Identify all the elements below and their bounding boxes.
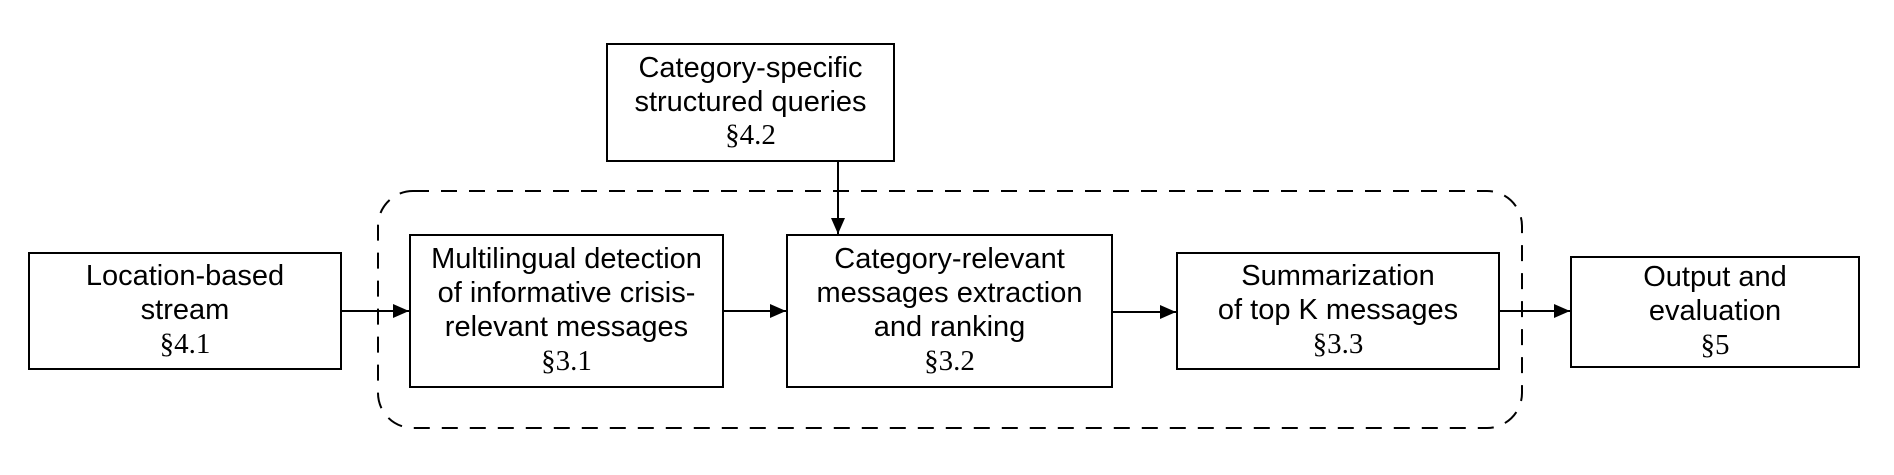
node-multilingual-detection: Multilingual detection of informative cr… bbox=[409, 234, 724, 388]
node-location-based-stream: Location-based stream §4.1 bbox=[28, 252, 342, 370]
node-section-ref: §4.2 bbox=[725, 119, 776, 152]
node-label: Multilingual detection of informative cr… bbox=[431, 243, 702, 343]
node-section-ref: §3.2 bbox=[924, 344, 975, 377]
node-category-specific-structured-queries: Category-specific structured queries §4.… bbox=[606, 43, 895, 162]
node-section-ref: §4.1 bbox=[159, 327, 211, 360]
node-section-ref: §3.1 bbox=[541, 344, 592, 377]
node-section-ref: §3.3 bbox=[1312, 327, 1364, 360]
node-output-evaluation: Output and evaluation §5 bbox=[1570, 256, 1860, 368]
node-label: Location-based stream bbox=[85, 260, 285, 327]
node-section-ref: §5 bbox=[1700, 328, 1730, 361]
node-summarization-top-k: Summarization of top K messages §3.3 bbox=[1176, 252, 1500, 370]
node-label: Category-specific structured queries bbox=[634, 51, 867, 118]
node-label: Category-relevant messages extraction an… bbox=[816, 243, 1083, 343]
node-label: Output and evaluation bbox=[1643, 261, 1787, 328]
node-label: Summarization of top K messages bbox=[1217, 260, 1459, 327]
pipeline-dashed-container bbox=[377, 190, 1523, 429]
node-category-relevant-extraction: Category-relevant messages extraction an… bbox=[786, 234, 1113, 388]
